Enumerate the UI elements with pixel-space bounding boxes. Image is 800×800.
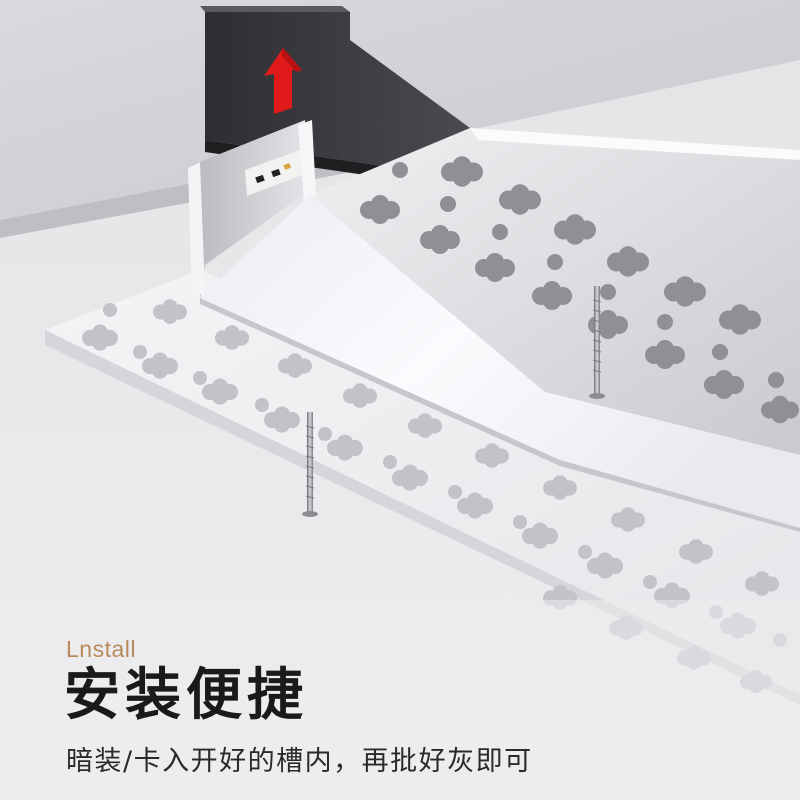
screw-icon xyxy=(589,286,605,399)
caption-tag: Lnstall xyxy=(66,636,136,662)
right-flange-lip xyxy=(470,128,800,160)
right-flange-holes xyxy=(360,156,799,424)
screw-icon xyxy=(302,412,318,517)
left-flange xyxy=(45,270,800,705)
arrow-up-icon xyxy=(264,48,302,114)
diffuser-cover xyxy=(200,195,800,528)
caption-title: 安装便捷 xyxy=(64,663,308,728)
caption-subtitle: 暗装/卡入开好的槽内，再批好灰即可 xyxy=(66,746,533,777)
channel-body xyxy=(188,120,316,300)
bottom-wall xyxy=(0,600,800,800)
